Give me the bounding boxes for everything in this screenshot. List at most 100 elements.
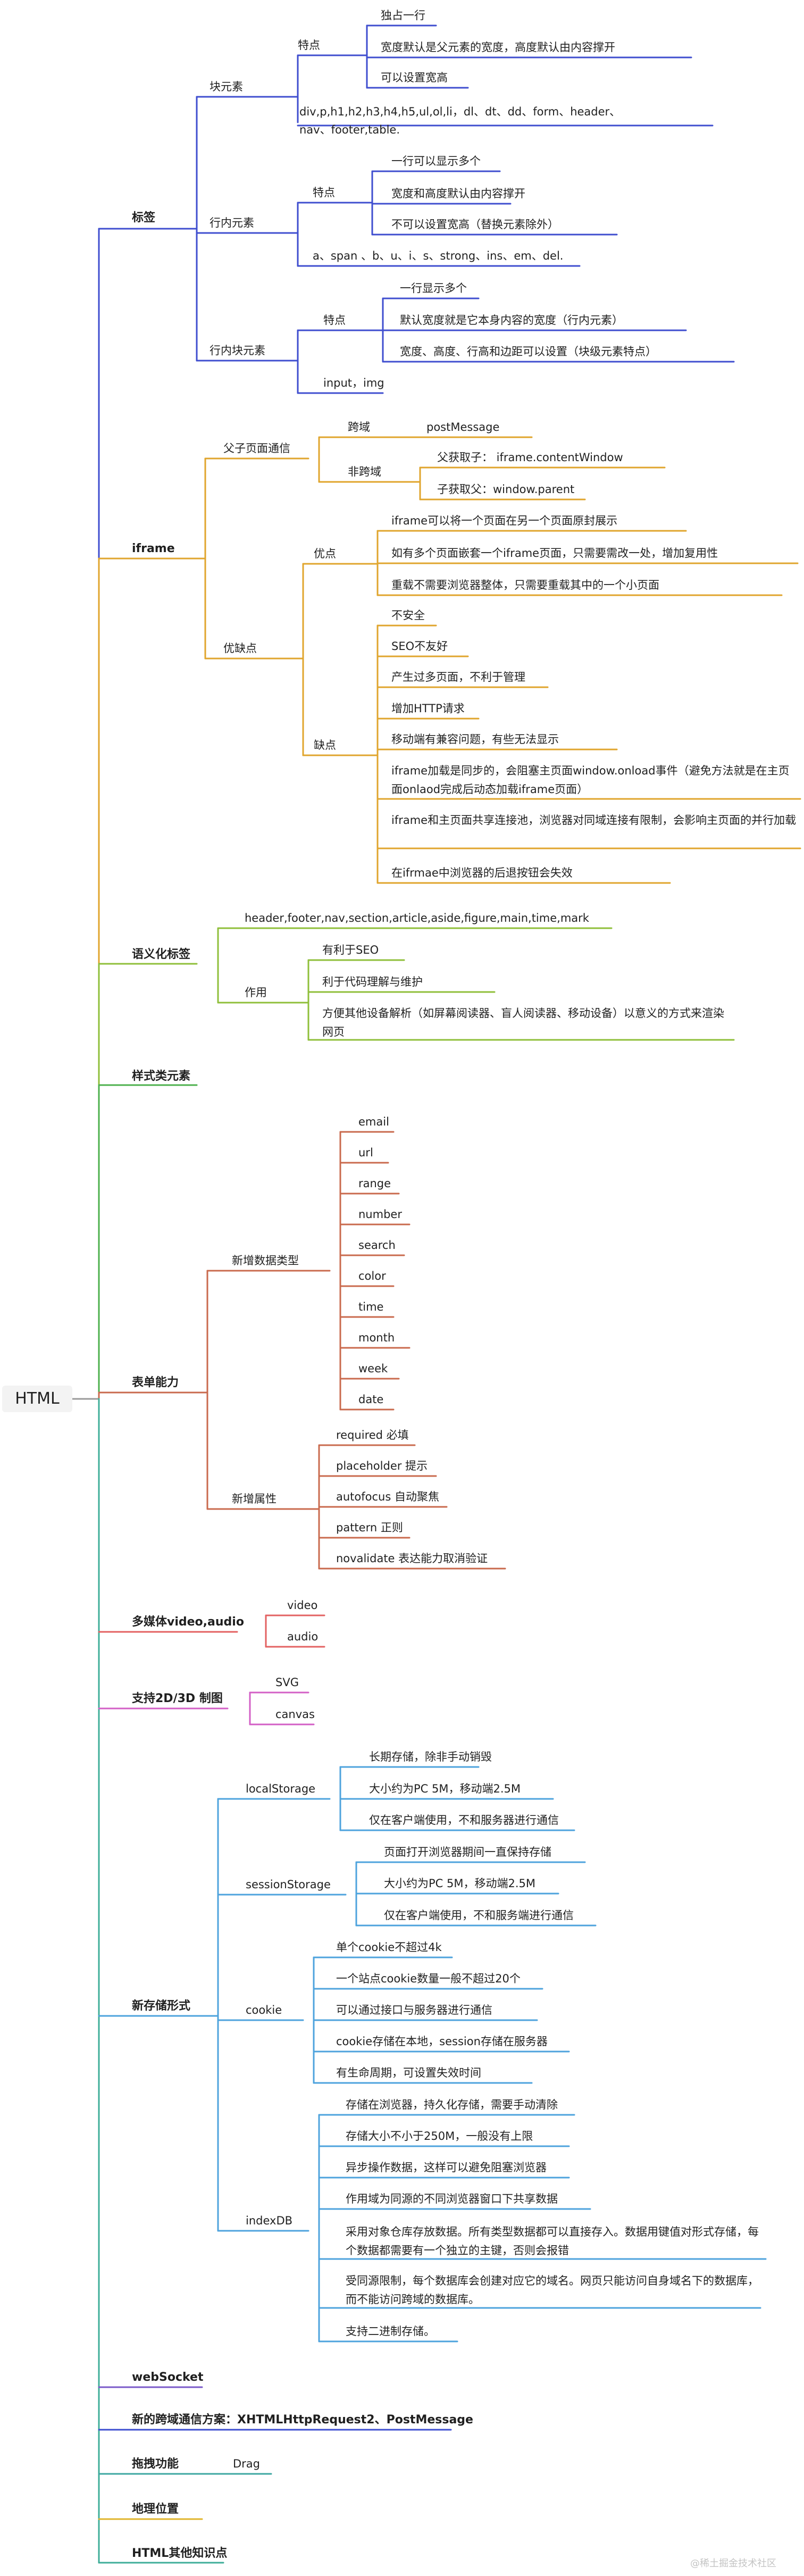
node-inline-element[interactable]: 行内元素 (210, 216, 254, 229)
branch-multimedia[interactable]: 多媒体video,audio (132, 1615, 244, 1629)
branch-html-other[interactable]: HTML其他知识点 (132, 2547, 228, 2560)
indexdb-6[interactable]: 受同源限制，每个数据库会创建对应它的域名。网页只能访问自身域名下的数据库，而不能… (346, 2274, 759, 2306)
input-type-date[interactable]: date (358, 1393, 384, 1406)
node-pros[interactable]: 优点 (314, 547, 336, 560)
indexdb-7[interactable]: 支持二进制存储。 (346, 2325, 435, 2338)
node-semantic-purpose[interactable]: 作用 (245, 986, 267, 999)
sessionstorage-3[interactable]: 仅在客户端使用，不和服务端进行通信 (384, 1909, 574, 1922)
inline-trait-1[interactable]: 一行可以显示多个 (391, 155, 481, 168)
input-type-email[interactable]: email (358, 1115, 389, 1128)
node-block-element[interactable]: 块元素 (210, 80, 243, 93)
input-type-search[interactable]: search (358, 1239, 396, 1252)
inline-block-trait-2[interactable]: 默认宽度就是它本身内容的宽度（行内元素） (400, 314, 623, 327)
branch-tags[interactable]: 标签 (132, 211, 156, 224)
semantic-purpose-1[interactable]: 有利于SEO (322, 944, 379, 956)
node-new-attributes[interactable]: 新增属性 (232, 1493, 277, 1505)
indexdb-4[interactable]: 作用域为同源的不同浏览器窗口下共享数据 (346, 2192, 558, 2205)
attr-pattern[interactable]: pattern 正则 (336, 1521, 403, 1534)
node-postmessage[interactable]: postMessage (426, 421, 500, 433)
indexdb-3[interactable]: 异步操作数据，这样可以避免阻塞浏览器 (346, 2161, 547, 2174)
cookie-5[interactable]: 有生命周期，可设置失效时间 (336, 2066, 481, 2079)
localstorage-2[interactable]: 大小约为PC 5M，移动端2.5M (369, 1782, 521, 1795)
sessionstorage-2[interactable]: 大小约为PC 5M，移动端2.5M (384, 1877, 535, 1890)
node-same-origin[interactable]: 非跨域 (348, 465, 381, 478)
node-inline-block-traits[interactable]: 特点 (323, 314, 346, 327)
input-type-time[interactable]: time (358, 1300, 384, 1313)
media-audio[interactable]: audio (287, 1630, 319, 1643)
cookie-2[interactable]: 一个站点cookie数量一般不超过20个 (336, 1972, 521, 1985)
localstorage-3[interactable]: 仅在客户端使用，不和服务器进行通信 (369, 1814, 559, 1827)
inline-block-trait-1[interactable]: 一行显示多个 (400, 282, 467, 295)
block-trait-1[interactable]: 独占一行 (381, 9, 425, 22)
graphics-canvas[interactable]: canvas (275, 1708, 315, 1721)
node-cross-origin[interactable]: 跨域 (348, 421, 370, 433)
block-trait-2[interactable]: 宽度默认是父元素的宽度，高度默认由内容撑开 (381, 41, 615, 54)
node-block-traits[interactable]: 特点 (298, 39, 320, 52)
root-node[interactable]: HTML (2, 1386, 72, 1412)
con-2[interactable]: SEO不友好 (391, 640, 448, 653)
inline-trait-2[interactable]: 宽度和高度默认由内容撑开 (391, 187, 525, 200)
node-indexdb[interactable]: indexDB (246, 2214, 293, 2227)
node-cookie[interactable]: cookie (246, 2004, 282, 2016)
attr-novalidate[interactable]: novalidate 表达能力取消验证 (336, 1552, 488, 1565)
branch-geolocation[interactable]: 地理位置 (132, 2503, 179, 2516)
branch-cross-origin-communication[interactable]: 新的跨域通信方案：XHTMLHttpRequest2、PostMessage (132, 2413, 473, 2427)
media-video[interactable]: video (287, 1599, 318, 1612)
con-6[interactable]: iframe加载是同步的，会阻塞主页面window.onload事件（避免方法就… (391, 764, 790, 796)
semantic-purpose-3[interactable]: 方便其他设备解析（如屏幕阅读器、盲人阅读器、移动设备）以意义的方式来渲染网页 (322, 1007, 724, 1038)
attr-required[interactable]: required 必填 (336, 1429, 409, 1441)
con-8[interactable]: 在ifrmae中浏览器的后退按钮会失效 (391, 866, 573, 879)
node-pros-cons[interactable]: 优缺点 (223, 642, 257, 655)
indexdb-2[interactable]: 存储大小不小于250M，一般没有上限 (346, 2130, 533, 2143)
branch-2d-3d-graphics[interactable]: 支持2D/3D 制图 (132, 1692, 223, 1705)
input-type-range[interactable]: range (358, 1177, 391, 1190)
block-trait-3[interactable]: 可以设置宽高 (381, 71, 448, 84)
input-type-url[interactable]: url (358, 1146, 373, 1159)
input-type-color[interactable]: color (358, 1270, 386, 1282)
pro-1[interactable]: iframe可以将一个页面在另一个页面原封展示 (391, 514, 618, 527)
node-inline-traits[interactable]: 特点 (313, 186, 335, 199)
con-4[interactable]: 增加HTTP请求 (391, 702, 465, 715)
branch-websocket[interactable]: webSocket (132, 2371, 204, 2384)
semantic-purpose-2[interactable]: 利于代码理解与维护 (322, 976, 423, 988)
semantic-tag-list[interactable]: header,footer,nav,section,article,aside,… (245, 912, 589, 924)
con-3[interactable]: 产生过多页面，不利于管理 (391, 671, 525, 683)
node-cons[interactable]: 缺点 (314, 739, 336, 752)
input-type-month[interactable]: month (358, 1331, 395, 1344)
node-new-input-types[interactable]: 新增数据类型 (232, 1254, 299, 1267)
graphics-svg[interactable]: SVG (275, 1676, 299, 1689)
branch-iframe[interactable]: iframe (132, 542, 175, 555)
pro-3[interactable]: 重载不需要浏览器整体，只需要重载其中的一个小页面 (391, 579, 659, 591)
attr-placeholder[interactable]: placeholder 提示 (336, 1460, 428, 1472)
inline-block-trait-3[interactable]: 宽度、高度、行高和边距可以设置（块级元素特点） (400, 345, 657, 358)
node-localstorage[interactable]: localStorage (246, 1782, 316, 1795)
branch-semantic-tags[interactable]: 语义化标签 (132, 948, 191, 961)
cookie-1[interactable]: 单个cookie不超过4k (336, 1941, 442, 1954)
branch-form-capabilities[interactable]: 表单能力 (132, 1376, 179, 1389)
branch-style-elements[interactable]: 样式类元素 (132, 1070, 191, 1083)
input-type-week[interactable]: week (358, 1362, 388, 1375)
con-5[interactable]: 移动端有兼容问题，有些无法显示 (391, 733, 559, 746)
node-child-get-parent[interactable]: 子获取父：window.parent (437, 483, 575, 496)
drag-item[interactable]: Drag (233, 2457, 261, 2470)
input-type-number[interactable]: number (358, 1208, 402, 1221)
inline-tags[interactable]: a、span 、b、u、i、s、strong、ins、em、del. (313, 249, 564, 262)
con-1[interactable]: 不安全 (391, 609, 425, 622)
pro-2[interactable]: 如有多个页面嵌套一个iframe页面，只需要需改一处，增加复用性 (391, 547, 718, 560)
block-tags[interactable]: div,p,h1,h2,h3,h4,h5,ul,ol,li，dl、dt、dd、f… (299, 105, 621, 136)
cookie-3[interactable]: 可以通过接口与服务器进行通信 (336, 2004, 492, 2016)
node-parent-get-child[interactable]: 父获取子： iframe.contentWindow (437, 451, 623, 464)
node-sessionstorage[interactable]: sessionStorage (246, 1878, 331, 1891)
branch-drag-and-drop[interactable]: 拖拽功能 (132, 2457, 179, 2471)
indexdb-1[interactable]: 存储在浏览器，持久化存储，需要手动清除 (346, 2098, 558, 2111)
inline-trait-3[interactable]: 不可以设置宽高（替换元素除外） (391, 218, 559, 231)
branch-new-storage[interactable]: 新存储形式 (132, 1999, 191, 2013)
node-inline-block-element[interactable]: 行内块元素 (210, 344, 265, 357)
localstorage-1[interactable]: 长期存储，除非手动销毁 (369, 1750, 492, 1763)
node-parent-child-communication[interactable]: 父子页面通信 (223, 442, 290, 455)
con-7[interactable]: iframe和主页面共享连接池，浏览器对同域连接有限制，会影响主页面的并行加载 (391, 814, 797, 827)
indexdb-5[interactable]: 采用对象仓库存放数据。所有类型数据都可以直接存入。数据用键值对形式存储，每个数据… (346, 2225, 759, 2257)
attr-autofocus[interactable]: autofocus 自动聚焦 (336, 1490, 439, 1503)
inline-block-tags[interactable]: input，img (323, 377, 384, 389)
cookie-4[interactable]: cookie存储在本地，session存储在服务器 (336, 2035, 548, 2048)
